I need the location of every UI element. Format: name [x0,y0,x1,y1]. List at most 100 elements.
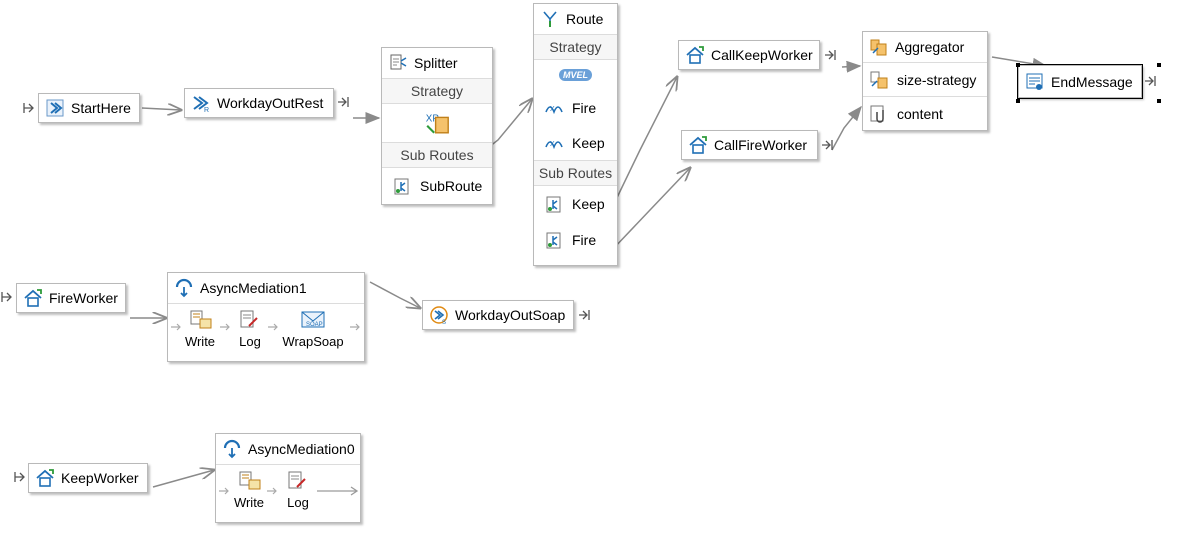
step-label: Log [287,495,309,510]
subroute-icon [392,176,412,196]
splitter-icon [388,53,408,73]
entry-terminal-icon[interactable] [14,471,26,483]
exit-terminal-icon[interactable] [824,49,836,61]
route-strategy-label: Strategy [534,35,617,60]
async-mediation1-title: AsyncMediation1 [200,280,307,296]
wire-callkeep-to-agg [841,60,862,73]
route-keep-row[interactable]: X Keep [534,125,617,161]
workday-out-rest-node[interactable]: R WorkdayOutRest [184,88,334,118]
node-label: CallKeepWorker [711,47,813,63]
async-mediation0-node[interactable]: AsyncMediation0 Write Log [215,433,361,523]
node-label: KeepWorker [61,470,139,486]
async-mediation-icon [174,278,194,298]
async-mediation1-node[interactable]: AsyncMediation1 Write Log SOAP WrapSoap [167,272,365,362]
splitter-node[interactable]: Splitter Strategy XP Sub Routes SubRoute [381,47,493,205]
log-icon [285,470,311,492]
route-subroutes-label: Sub Routes [534,161,617,186]
exit-terminal-icon[interactable] [1144,75,1156,87]
call-keep-worker-node[interactable]: CallKeepWorker [678,40,820,70]
end-message-icon [1025,72,1045,92]
aggregator-content-row[interactable]: content [863,97,987,130]
route-icon [540,9,560,29]
step-log[interactable]: Log [232,309,268,349]
node-label: WorkdayOutSoap [455,307,566,323]
async-mediation1-header: AsyncMediation1 [168,273,364,304]
exit-terminal-icon[interactable] [578,309,590,321]
start-here-node[interactable]: StartHere [38,93,140,123]
flow-arrow-icon [317,486,359,496]
local-in-house-icon [685,45,705,65]
aggregator-title: Aggregator [895,39,965,55]
step-log[interactable]: Log [280,470,316,510]
end-message-node[interactable]: EndMessage [1017,64,1143,99]
fire-worker-node[interactable]: FireWorker [16,283,126,313]
size-strategy-label: size-strategy [897,71,977,88]
svg-text:SOAP: SOAP [306,322,323,328]
route-strategy-slot[interactable]: MVEL [534,60,617,90]
subroute-icon [544,194,564,214]
step-label: Write [233,495,265,510]
local-in-house-icon [35,468,55,488]
step-write[interactable]: Write [180,309,220,349]
wire-callfire-to-agg [831,105,862,151]
write-icon [187,309,213,331]
step-wrapsoap[interactable]: SOAP WrapSoap [278,309,348,349]
async-mediation0-title: AsyncMediation0 [248,441,355,457]
content-label: content [897,105,943,122]
route-node[interactable]: Route Strategy MVEL X Fire X Keep Sub Ro… [533,3,618,266]
log-icon [237,309,263,331]
wire-start-to-rest [141,108,181,110]
wire-route-fire-to-callfire [611,168,690,251]
local-in-house-icon [688,135,708,155]
exit-terminal-icon[interactable] [821,139,833,151]
step-label: WrapSoap [282,334,344,349]
mvel-icon: MVEL [558,69,592,81]
route-header: Route [534,4,617,35]
wrap-soap-icon: SOAP [300,309,326,331]
write-icon [236,470,262,492]
route-subroute-fire[interactable]: Fire [534,222,617,258]
route-subroute-fire-label: Fire [572,232,597,248]
aggregator-node[interactable]: Aggregator size-strategy content [862,31,988,131]
route-fire-label: Fire [572,99,597,116]
step-write[interactable]: Write [229,470,269,510]
selection-handle[interactable] [1157,63,1161,67]
selection-handle[interactable] [1016,99,1020,103]
node-label: EndMessage [1051,73,1133,90]
content-clip-icon [869,104,889,124]
mediation0-flow-arrows [219,487,277,495]
route-fire-row[interactable]: X Fire [534,90,617,125]
svg-text:X: X [550,141,555,148]
node-label: CallFireWorker [714,137,808,153]
workday-out-soap-node[interactable]: S WorkdayOutSoap [422,300,574,330]
keep-worker-node[interactable]: KeepWorker [28,463,148,493]
entry-terminal-icon[interactable] [1,291,13,303]
splitter-strategy-label: Strategy [382,79,492,104]
subroute-label: SubRoute [420,178,483,194]
aggregator-size-strategy-row[interactable]: size-strategy [863,63,987,97]
start-node-icon [45,98,65,118]
entry-terminal-icon[interactable] [23,102,35,114]
xpath-condition-icon: X [544,133,564,153]
route-subroute-keep[interactable]: Keep [534,186,617,222]
svg-text:R: R [204,107,209,113]
xpath-splitter-icon: XP [423,109,451,137]
call-fire-worker-node[interactable]: CallFireWorker [681,130,818,160]
exit-terminal-icon[interactable] [337,96,349,108]
node-label: WorkdayOutRest [217,95,324,111]
selection-handle[interactable] [1157,99,1161,103]
rest-out-icon: R [191,93,211,113]
subroute-icon [544,230,564,250]
mediation1-flow-arrows [171,323,360,331]
svg-text:X: X [550,106,555,113]
splitter-strategy-slot[interactable]: XP [382,104,492,143]
splitter-subroute-row[interactable]: SubRoute [382,168,492,204]
async-mediation0-header: AsyncMediation0 [216,434,360,465]
selection-handle[interactable] [1016,63,1020,67]
aggregator-header: Aggregator [863,32,987,63]
splitter-title: Splitter [414,55,458,71]
wire-route-keep-to-callkeep [611,77,677,209]
node-label: StartHere [71,100,131,116]
local-in-house-icon [23,288,43,308]
async-mediation-icon [222,439,242,459]
